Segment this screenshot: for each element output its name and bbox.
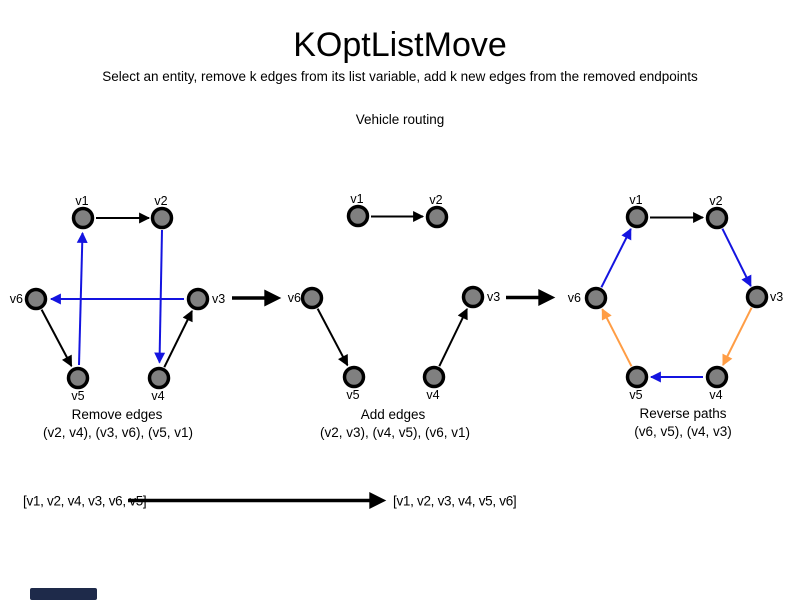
node-v1 [346, 204, 370, 228]
list-after: [v1, v2, v3, v4, v5, v6] [393, 494, 516, 509]
node-v5 [625, 365, 649, 389]
graph-add-edges: v1 v2 v3 v4 v5 v6 Add edges (v2, v3), (v… [288, 192, 500, 440]
edge-v5-v1 [76, 231, 88, 366]
edge-v6-v5 [316, 308, 349, 367]
node-label-v4: v4 [151, 389, 164, 403]
node-v3 [186, 287, 210, 311]
graph-edge-list: (v2, v4), (v3, v6), (v5, v1) [43, 425, 193, 440]
node-label-v4: v4 [709, 388, 722, 402]
graph-caption: Remove edges [72, 407, 163, 422]
graph-reverse-paths: v1 v2 v3 v4 v5 v6 Reverse paths (v6, v5)… [568, 193, 783, 439]
edge-v6-v1 [600, 228, 632, 288]
node-label-v4: v4 [426, 388, 439, 402]
node-label-v1: v1 [629, 193, 642, 207]
node-label-v2: v2 [429, 193, 442, 207]
graph-remove-edges: v1 v2 v3 v4 v5 v6 Remove edges (v2, v4),… [10, 194, 225, 440]
edge-v2-v4 [154, 229, 166, 364]
edge-v2-v3 [721, 228, 752, 287]
page-title: KOptListMove [293, 26, 507, 64]
edge-v5-v6 [601, 308, 633, 367]
edge-v6-v5 [40, 309, 73, 367]
page-subtitle: Select an entity, remove k edges from it… [102, 69, 698, 84]
node-label-v3: v3 [212, 292, 225, 306]
edge-v4-v3 [438, 308, 468, 367]
node-label-v6: v6 [288, 291, 301, 305]
graph-caption: Reverse paths [639, 406, 726, 421]
node-v2 [425, 205, 449, 229]
node-v1 [625, 205, 649, 229]
node-v5 [342, 365, 366, 389]
context-label: Vehicle routing [355, 112, 445, 127]
graph-edge-list: (v2, v3), (v4, v5), (v6, v1) [320, 425, 470, 440]
node-v6 [24, 287, 48, 311]
node-v4 [147, 366, 171, 390]
node-v1 [71, 206, 95, 230]
node-v3 [461, 285, 485, 309]
node-label-v1: v1 [350, 192, 363, 206]
bottom-left-overlay [30, 588, 97, 600]
node-label-v3: v3 [487, 290, 500, 304]
node-v6 [584, 286, 608, 310]
node-v6 [300, 286, 324, 310]
edge-v4-v3 [163, 310, 193, 368]
node-label-v5: v5 [71, 389, 84, 403]
list-transform-row: [v1, v2, v4, v3, v6, v5] [v1, v2, v3, v4… [23, 492, 517, 509]
node-label-v5: v5 [346, 388, 359, 402]
node-v5 [66, 366, 90, 390]
node-label-v6: v6 [10, 292, 23, 306]
node-label-v2: v2 [154, 194, 167, 208]
node-v2 [150, 206, 174, 230]
node-v4 [705, 365, 729, 389]
node-v2 [705, 206, 729, 230]
list-before: [v1, v2, v4, v3, v6, v5] [23, 494, 146, 509]
edge-v3-v4 [722, 307, 753, 366]
node-v3 [745, 285, 769, 309]
node-label-v5: v5 [629, 388, 642, 402]
node-label-v3: v3 [770, 290, 783, 304]
graph-edge-list: (v6, v5), (v4, v3) [634, 424, 732, 439]
node-label-v2: v2 [709, 194, 722, 208]
node-label-v1: v1 [75, 194, 88, 208]
graph-caption: Add edges [361, 407, 426, 422]
node-v4 [422, 365, 446, 389]
node-label-v6: v6 [568, 291, 581, 305]
